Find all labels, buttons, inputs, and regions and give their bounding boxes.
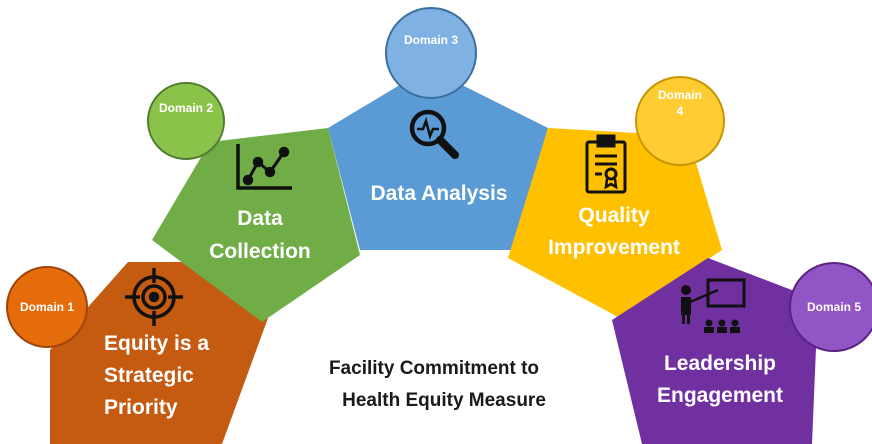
domain-2-label-line1: Data [237,207,283,230]
badge-domain-3 [385,7,477,99]
badge-domain-5 [789,262,872,352]
badge-domain-4 [635,76,725,166]
title-line1: Facility Commitment to [329,358,539,379]
badge-domain-1 [6,266,88,348]
title-line2: Health Equity Measure [342,390,546,411]
badge-label-domain-2: Domain 2 [159,101,213,115]
badge-domain-2 [147,82,225,160]
badge-label-domain-5: Domain 5 [807,300,861,314]
domain-4-label-line2: Improvement [548,236,680,259]
pentagon-domain-1 [50,262,268,444]
clipboard-certificate-icon [585,134,627,194]
domain-5-label-line2: Engagement [657,384,783,407]
badge-label-domain-4-line1: Domain [658,88,702,102]
domain-1-label-line1: Equity is a [104,332,209,355]
badge-label-domain-4-line2: 4 [677,104,684,118]
domain-1-label-line2: Strategic [104,364,194,387]
domain-3-label: Data Analysis [371,182,508,205]
badge-label-domain-3: Domain 3 [404,33,458,47]
pentagon-domain-5 [612,258,818,444]
badge-label-domain-1: Domain 1 [20,300,74,314]
presenter-icon [681,278,746,333]
pentagon-domain-3 [328,68,548,250]
magnifier-pulse-icon [409,109,459,159]
domain-1-label-line3: Priority [104,396,178,419]
domain-5-label-line1: Leadership [664,352,776,375]
domain-4-label-line1: Quality [578,204,650,227]
domain-2-label-line2: Collection [209,240,311,263]
pentagon-domain-4 [508,128,722,318]
pentagon-domain-2 [152,128,360,322]
target-icon [125,268,183,326]
line-chart-icon [236,144,292,190]
